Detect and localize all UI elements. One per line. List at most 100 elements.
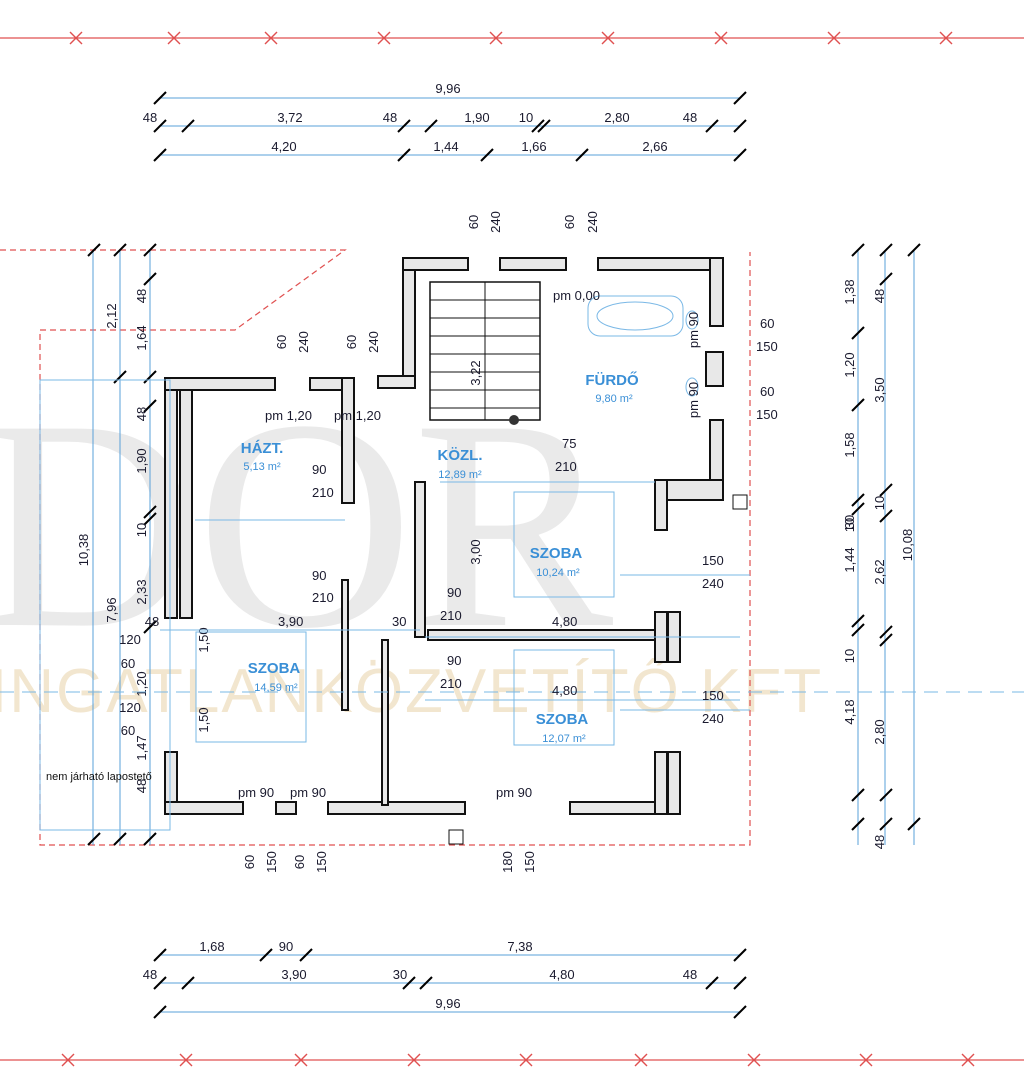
right-dim: 1,20	[842, 352, 857, 377]
top-dim: 2,66	[642, 139, 667, 154]
right-dim: 1,38	[842, 279, 857, 304]
staircase	[429, 281, 541, 425]
bottom-dim: 90	[279, 939, 293, 954]
left-dim: 1,20	[134, 671, 149, 696]
chimney-marker	[448, 829, 464, 845]
top-dim-total: 9,96	[435, 81, 460, 96]
top-dimensions	[153, 91, 747, 162]
svg-text:4,80: 4,80	[552, 614, 577, 629]
right-dimensions	[851, 243, 921, 845]
bottom-dim: 3,90	[281, 967, 306, 982]
room-name: KÖZL.	[438, 447, 483, 464]
svg-text:60: 60	[292, 855, 307, 869]
svg-text:210: 210	[440, 676, 462, 691]
svg-text:60: 60	[242, 855, 257, 869]
right-dim: 3,50	[872, 377, 887, 402]
bathtub	[587, 295, 684, 337]
left-dim: 60	[121, 723, 135, 738]
room-area: 14,59 m²	[254, 682, 298, 694]
svg-text:4,80: 4,80	[552, 683, 577, 698]
svg-text:240: 240	[585, 211, 600, 233]
interior-dims: 60 240 60 240 60 240 60 240 pm 0,00 pm 1…	[238, 211, 778, 873]
bottom-dim: 48	[683, 967, 697, 982]
svg-text:60: 60	[760, 384, 774, 399]
svg-text:3,22: 3,22	[468, 360, 483, 385]
left-dim: 48	[134, 779, 149, 793]
svg-text:150: 150	[522, 851, 537, 873]
room-name: SZOBA	[536, 711, 589, 728]
bottom-dim: 4,80	[549, 967, 574, 982]
right-dim: 10	[872, 496, 887, 510]
svg-text:pm 0,00: pm 0,00	[553, 288, 600, 303]
svg-text:pm 1,20: pm 1,20	[265, 408, 312, 423]
axis-line-bottom	[0, 1053, 1024, 1067]
room-name: SZOBA	[530, 545, 583, 562]
svg-text:pm 1,20: pm 1,20	[334, 408, 381, 423]
svg-text:240: 240	[702, 711, 724, 726]
right-dim-total: 10,08	[900, 529, 915, 562]
svg-text:30: 30	[392, 614, 406, 629]
left-dim: 48	[134, 407, 149, 421]
bottom-dim-total: 9,96	[435, 996, 460, 1011]
right-dim: 1,44	[842, 547, 857, 572]
room-name: HÁZT.	[241, 440, 284, 457]
left-dim: 2,33	[134, 579, 149, 604]
svg-text:180: 180	[500, 851, 515, 873]
room-name: SZOBA	[248, 660, 301, 677]
svg-text:210: 210	[440, 608, 462, 623]
interior-guides	[0, 379, 1024, 831]
right-dim: 30	[842, 515, 857, 529]
left-dim: 48	[145, 614, 159, 629]
left-dim: 7,96	[104, 597, 119, 622]
svg-text:3,90: 3,90	[278, 614, 303, 629]
svg-text:240: 240	[488, 211, 503, 233]
room-name: FÜRDŐ	[585, 371, 639, 389]
svg-text:90: 90	[447, 653, 461, 668]
svg-text:90: 90	[312, 462, 326, 477]
right-dim: 2,62	[872, 559, 887, 584]
svg-text:150: 150	[702, 688, 724, 703]
room-area: 9,80 m²	[595, 393, 633, 405]
top-dim: 1,90	[464, 110, 489, 125]
top-dim: 1,66	[521, 139, 546, 154]
svg-text:150: 150	[756, 407, 778, 422]
svg-text:90: 90	[447, 585, 461, 600]
left-dim: 10	[134, 523, 149, 537]
washbasin	[685, 310, 699, 397]
room-area: 10,24 m²	[536, 567, 580, 579]
svg-text:pm 90: pm 90	[496, 785, 532, 800]
walls	[164, 257, 724, 815]
svg-text:90: 90	[312, 568, 326, 583]
svg-text:pm 90: pm 90	[238, 785, 274, 800]
bottom-dim: 1,68	[199, 939, 224, 954]
right-dim: 10	[842, 518, 857, 532]
svg-text:240: 240	[366, 331, 381, 353]
bottom-dim: 7,38	[507, 939, 532, 954]
svg-text:60: 60	[562, 215, 577, 229]
flat-roof-note: nem járható lapostető	[46, 771, 152, 783]
svg-text:3,00: 3,00	[468, 539, 483, 564]
room-area: 12,07 m²	[542, 733, 586, 745]
axis-line-top	[0, 31, 1024, 45]
left-dim: 120	[119, 700, 141, 715]
top-dim: 10	[519, 110, 533, 125]
svg-text:150: 150	[314, 851, 329, 873]
right-dim: 1,58	[842, 432, 857, 457]
bottom-dimensions	[153, 948, 747, 1019]
svg-text:60: 60	[760, 316, 774, 331]
left-dim: 60	[121, 656, 135, 671]
room-area: 5,13 m²	[243, 461, 281, 473]
left-dim: 2,12	[104, 303, 119, 328]
svg-text:75: 75	[562, 436, 576, 451]
svg-text:240: 240	[702, 576, 724, 591]
svg-text:pm 90: pm 90	[290, 785, 326, 800]
left-dim: 1,50	[196, 627, 211, 652]
bottom-dim: 48	[143, 967, 157, 982]
right-dim: 2,80	[872, 719, 887, 744]
svg-text:150: 150	[756, 339, 778, 354]
left-dim: 1,90	[134, 448, 149, 473]
right-dim: 10	[842, 649, 857, 663]
left-dim: 120	[119, 632, 141, 647]
chimney-marker	[732, 494, 748, 510]
